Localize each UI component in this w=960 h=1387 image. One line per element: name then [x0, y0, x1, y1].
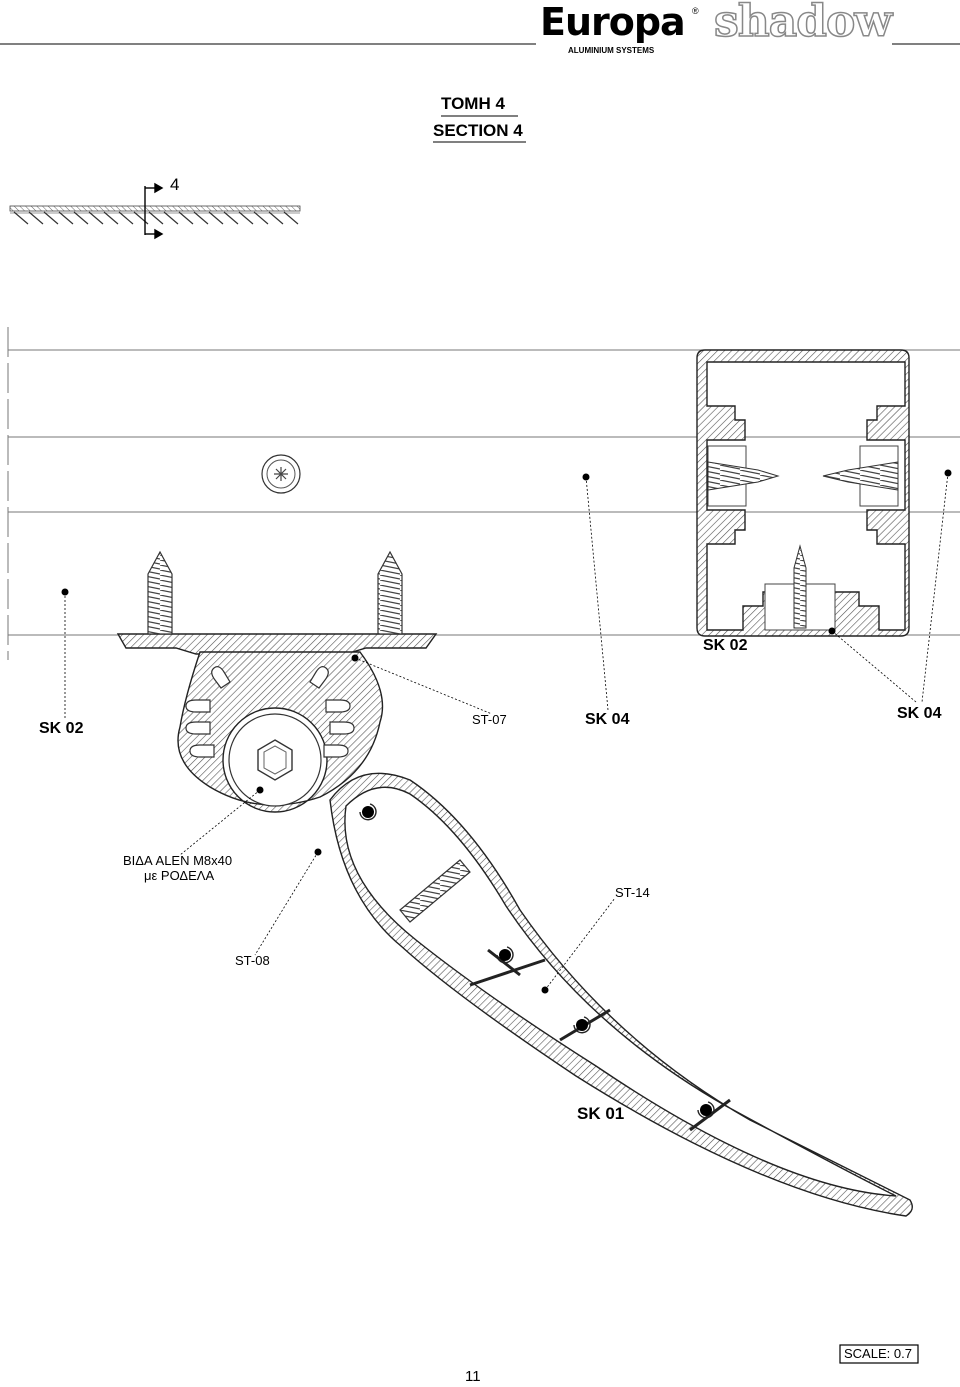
label-sk01: SK 01 [577, 1104, 625, 1123]
mount-plate [116, 550, 438, 655]
label-screw-line1: ΒΙΔΑ ALEN M8x40 [123, 853, 233, 868]
leader-lines [64, 472, 949, 991]
label-sk02-left: SK 02 [39, 720, 84, 737]
section-marker [144, 182, 164, 240]
label-st08: ST-08 [235, 953, 270, 968]
page-number: 11 [465, 1368, 481, 1385]
brand-logo: Europa ® ALUMINIUM SYSTEMS [540, 0, 700, 58]
registered-mark: ® [692, 6, 699, 16]
product-name: shadow [713, 0, 893, 48]
louvre-blade [329, 772, 913, 1217]
title-greek: ΤΟΜΗ 4 [441, 94, 505, 113]
title-english: SECTION 4 [433, 121, 523, 140]
brand-name: Europa [540, 0, 686, 44]
key-plan [9, 205, 301, 225]
scale-label: SCALE: 0.7 [844, 1346, 912, 1361]
hinge-body [177, 651, 384, 813]
label-st07: ST-07 [472, 712, 507, 727]
scale-box [839, 1344, 919, 1364]
label-sk02-right: SK 02 [703, 637, 748, 654]
sk02-tube-profile [696, 349, 910, 637]
label-sk04-right: SK 04 [897, 705, 942, 722]
brand-subtitle: ALUMINIUM SYSTEMS [568, 46, 655, 55]
screw-head [261, 454, 301, 494]
label-sk04-mid: SK 04 [585, 711, 630, 728]
label-st14: ST-14 [615, 885, 650, 900]
section-marker-number: 4 [170, 175, 180, 194]
label-screw-line2: με ΡΟΔΕΛΑ [144, 868, 215, 883]
leader-dots [61, 469, 952, 994]
